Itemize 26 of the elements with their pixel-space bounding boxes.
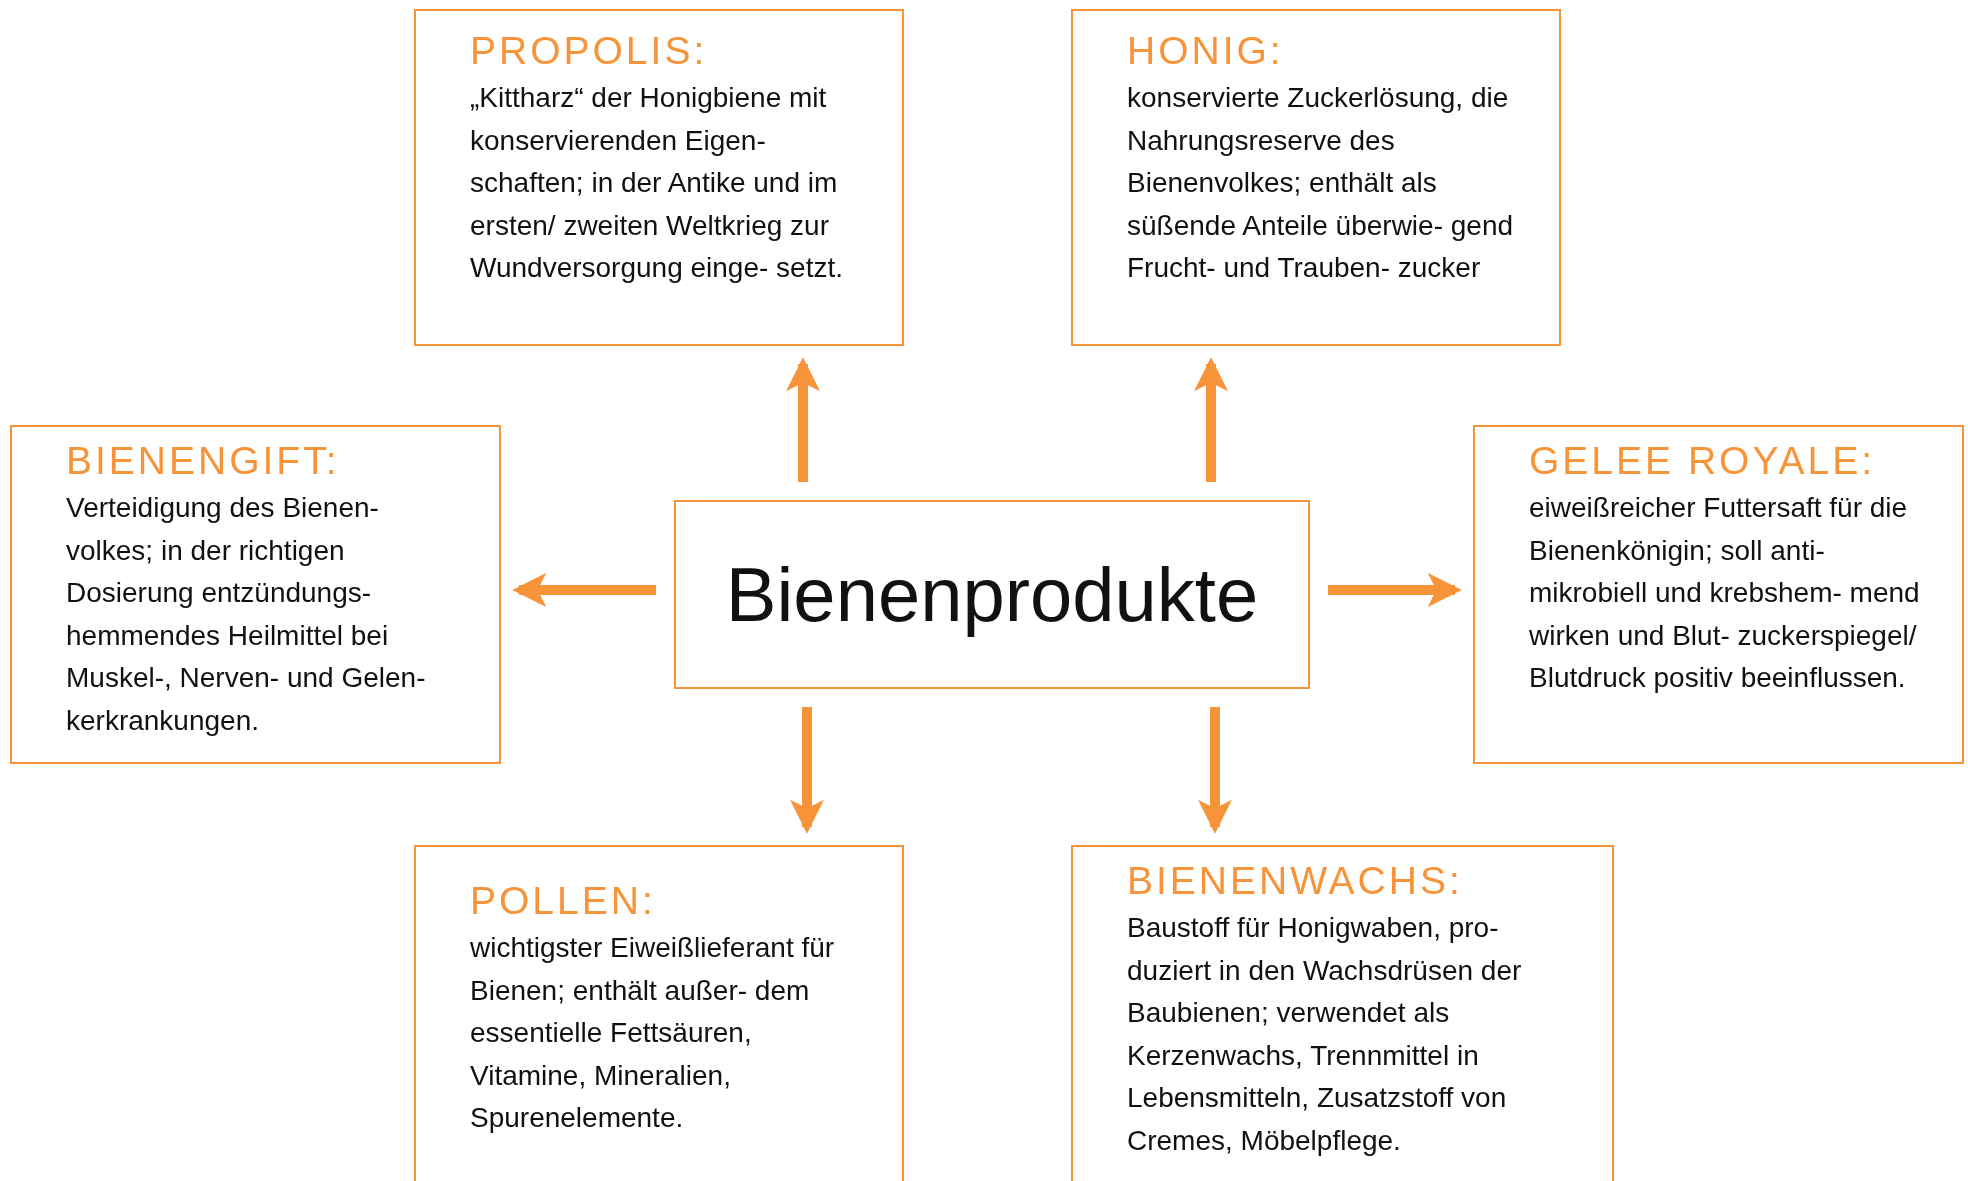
box-heading: HONIG: xyxy=(1127,28,1284,74)
box-heading: GELEE ROYALE: xyxy=(1529,438,1876,484)
box-description: wichtigster Eiweißlieferant für Bienen; enthält außer- dem essentielle Fettsäuren, Vitamine, Mineralien, Spurenelemente. xyxy=(470,931,836,1136)
box-description: konservierte Zuckerlösung, die Nahrungsreserve des Bienenvolkes; enthält als süßende Anteile überwie- gend Frucht- und Trauben- zucker xyxy=(1127,81,1515,286)
box-description: Verteidigung des Bienen- volkes; in der richtigen Dosierung entzündungs- hemmendes Heilmittel bei Muskel-, Nerven- und Gelen- kerkrankungen. xyxy=(66,491,427,738)
box-heading: BIENENGIFT: xyxy=(66,438,340,484)
arrow xyxy=(512,573,656,607)
center-title: Bienenprodukte xyxy=(725,551,1259,638)
info-box xyxy=(414,9,904,346)
info-box xyxy=(1071,845,1614,1181)
arrow xyxy=(1194,357,1228,482)
info-box xyxy=(10,425,501,764)
box-description: „Kittharz“ der Honigbiene mit konservierenden Eigen- schaften; in der Antike und im ersten/ zweiten Weltkrieg zur Wundversorgung einge- setzt. xyxy=(470,81,845,286)
box-heading: POLLEN: xyxy=(470,878,656,924)
arrow xyxy=(1198,707,1232,834)
arrow xyxy=(1328,573,1462,607)
info-box xyxy=(414,845,904,1181)
arrow xyxy=(786,357,820,482)
center-box xyxy=(674,500,1310,689)
info-box xyxy=(1071,9,1561,346)
box-heading: PROPOLIS: xyxy=(470,28,708,74)
box-description: Baustoff für Honigwaben, pro- duziert in den Wachsdrüsen der Baubienen; verwendet als Kerzenwachs, Trennmittel in Lebensmitteln, Zusatzstoff von Cremes, Möbelpflege. xyxy=(1127,911,1523,1158)
box-heading: BIENENWACHS: xyxy=(1127,858,1463,904)
box-description: eiweißreicher Futtersaft für die Bienenkönigin; soll anti- mikrobiell und krebshem- mend wirken und Blut- zuckerspiegel/ Blutdruck positiv beeinflussen. xyxy=(1529,491,1921,696)
info-box xyxy=(1473,425,1964,764)
arrow xyxy=(790,707,824,834)
